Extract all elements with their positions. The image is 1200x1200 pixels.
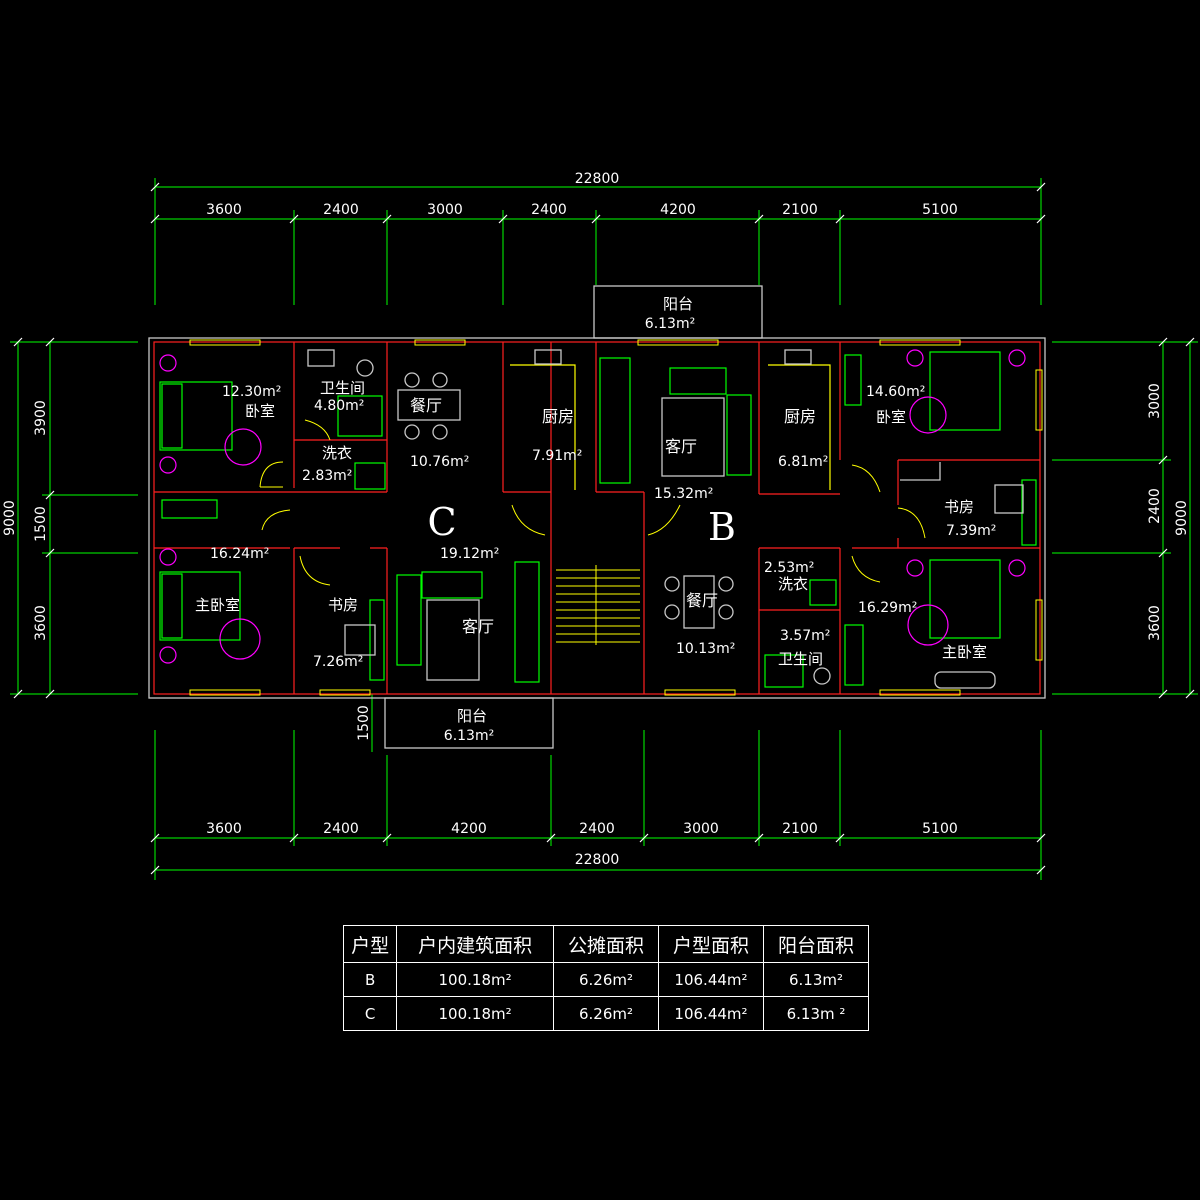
header-shared-area: 公摊面积	[552, 925, 659, 963]
b-living-area: 15.32m²	[654, 486, 713, 502]
area-table: 户型 户内建筑面积 公摊面积 户型面积 阳台面积 B 100.18m² 6.26…	[342, 925, 870, 1031]
dim-top-5: 4200	[660, 202, 696, 218]
dim-top-6: 2100	[782, 202, 818, 218]
table-cell: 6.26m²	[552, 996, 659, 1031]
c-study-area: 7.26m²	[313, 654, 363, 670]
table-cell: 6.13m ²	[762, 996, 870, 1031]
staircase	[556, 565, 640, 645]
dim-balcony-depth: 1500	[356, 705, 372, 741]
b-bedroom-area: 14.60m²	[866, 384, 925, 400]
dim-top-4: 2400	[531, 202, 567, 218]
table-cell: B	[342, 962, 398, 997]
table-cell: 100.18m²	[396, 996, 554, 1031]
dim-left-2: 1500	[33, 506, 49, 542]
header-balcony-area: 阳台面积	[762, 925, 870, 963]
table-row: C 100.18m² 6.26m² 106.44m² 6.13m ²	[342, 996, 870, 1031]
b-bedroom-name: 卧室	[876, 408, 906, 426]
furniture	[159, 349, 1037, 689]
dim-right-3: 3600	[1147, 605, 1163, 641]
b-dining-name: 餐厅	[686, 591, 718, 610]
c-bedroom-area: 12.30m²	[222, 384, 281, 400]
dim-top-1: 3600	[206, 202, 242, 218]
dim-bottom-6: 2100	[782, 821, 818, 837]
dim-bottom-total: 22800	[575, 852, 620, 868]
dimension-lines	[10, 178, 1198, 880]
dim-left-total: 9000	[2, 500, 18, 536]
dim-right-1: 3000	[1147, 383, 1163, 419]
header-unit-area: 户型面积	[657, 925, 764, 963]
b-dining-area: 10.13m²	[676, 641, 735, 657]
b-laundry-area: 2.53m²	[764, 560, 814, 576]
c-dining-area: 10.76m²	[410, 454, 469, 470]
b-master-area: 16.29m²	[858, 600, 917, 616]
unit-label-b: B	[708, 505, 736, 549]
header-unit-type: 户型	[342, 925, 398, 963]
c-bath-area: 4.80m²	[314, 398, 364, 414]
c-foyer-area: 19.12m²	[440, 546, 499, 562]
table-cell: 6.13m²	[762, 962, 870, 997]
c-hall-area: 16.24m²	[210, 546, 269, 562]
dim-top-3: 3000	[427, 202, 463, 218]
c-laundry-name: 洗衣	[322, 444, 352, 462]
dim-bottom-2: 2400	[323, 821, 359, 837]
windows	[189, 339, 1043, 696]
dim-top-7: 5100	[922, 202, 958, 218]
b-study-name: 书房	[944, 498, 974, 516]
b-laundry-name: 洗衣	[778, 575, 808, 593]
walls	[148, 285, 1046, 749]
dimension-labels: 22800 3600 2400 3000 2400 4200 2100 5100…	[2, 171, 1190, 868]
c-master-name: 主卧室	[195, 596, 240, 614]
dim-left-3: 3600	[33, 605, 49, 641]
dim-left-1: 3900	[33, 400, 49, 436]
dim-bottom-3: 4200	[451, 821, 487, 837]
b-master-name: 主卧室	[942, 643, 987, 661]
balcony-bottom-name: 阳台	[457, 707, 487, 725]
c-kitchen-name: 厨房	[542, 407, 574, 426]
balcony-top-area: 6.13m²	[645, 316, 695, 332]
b-study-area: 7.39m²	[946, 523, 996, 539]
dim-right-total: 9000	[1174, 500, 1190, 536]
b-living-name: 客厅	[665, 437, 697, 456]
c-bedroom-name: 卧室	[245, 402, 275, 420]
dim-bottom-1: 3600	[206, 821, 242, 837]
dim-bottom-5: 3000	[683, 821, 719, 837]
table-header-row: 户型 户内建筑面积 公摊面积 户型面积 阳台面积	[342, 925, 870, 963]
c-living-name: 客厅	[462, 617, 494, 636]
room-labels: C B 12.30m² 卧室 卫生间 4.80m² 洗衣 2.83m² 餐厅 1…	[195, 295, 996, 744]
c-bath-name: 卫生间	[320, 379, 365, 397]
doors	[259, 419, 926, 586]
balcony-bottom-area: 6.13m²	[444, 728, 494, 744]
b-kitchen-name: 厨房	[784, 407, 816, 426]
dim-bottom-4: 2400	[579, 821, 615, 837]
table-cell: 100.18m²	[396, 962, 554, 997]
table-cell: 106.44m²	[657, 962, 764, 997]
c-dining-name: 餐厅	[410, 396, 442, 415]
b-bath-area: 3.57m²	[780, 628, 830, 644]
c-laundry-area: 2.83m²	[302, 468, 352, 484]
table-cell: C	[342, 996, 398, 1031]
dim-top-2: 2400	[323, 202, 359, 218]
dim-top-total: 22800	[575, 171, 620, 187]
table-cell: 6.26m²	[552, 962, 659, 997]
header-interior-area: 户内建筑面积	[396, 925, 554, 963]
c-study-name: 书房	[328, 596, 358, 614]
table-row: B 100.18m² 6.26m² 106.44m² 6.13m²	[342, 962, 870, 997]
unit-label-c: C	[427, 500, 456, 544]
dim-right-2: 2400	[1147, 488, 1163, 524]
b-kitchen-area: 6.81m²	[778, 454, 828, 470]
table-cell: 106.44m²	[657, 996, 764, 1031]
c-kitchen-area: 7.91m²	[532, 448, 582, 464]
dim-bottom-7: 5100	[922, 821, 958, 837]
balcony-top-name: 阳台	[663, 295, 693, 313]
b-bath-name: 卫生间	[778, 650, 823, 668]
